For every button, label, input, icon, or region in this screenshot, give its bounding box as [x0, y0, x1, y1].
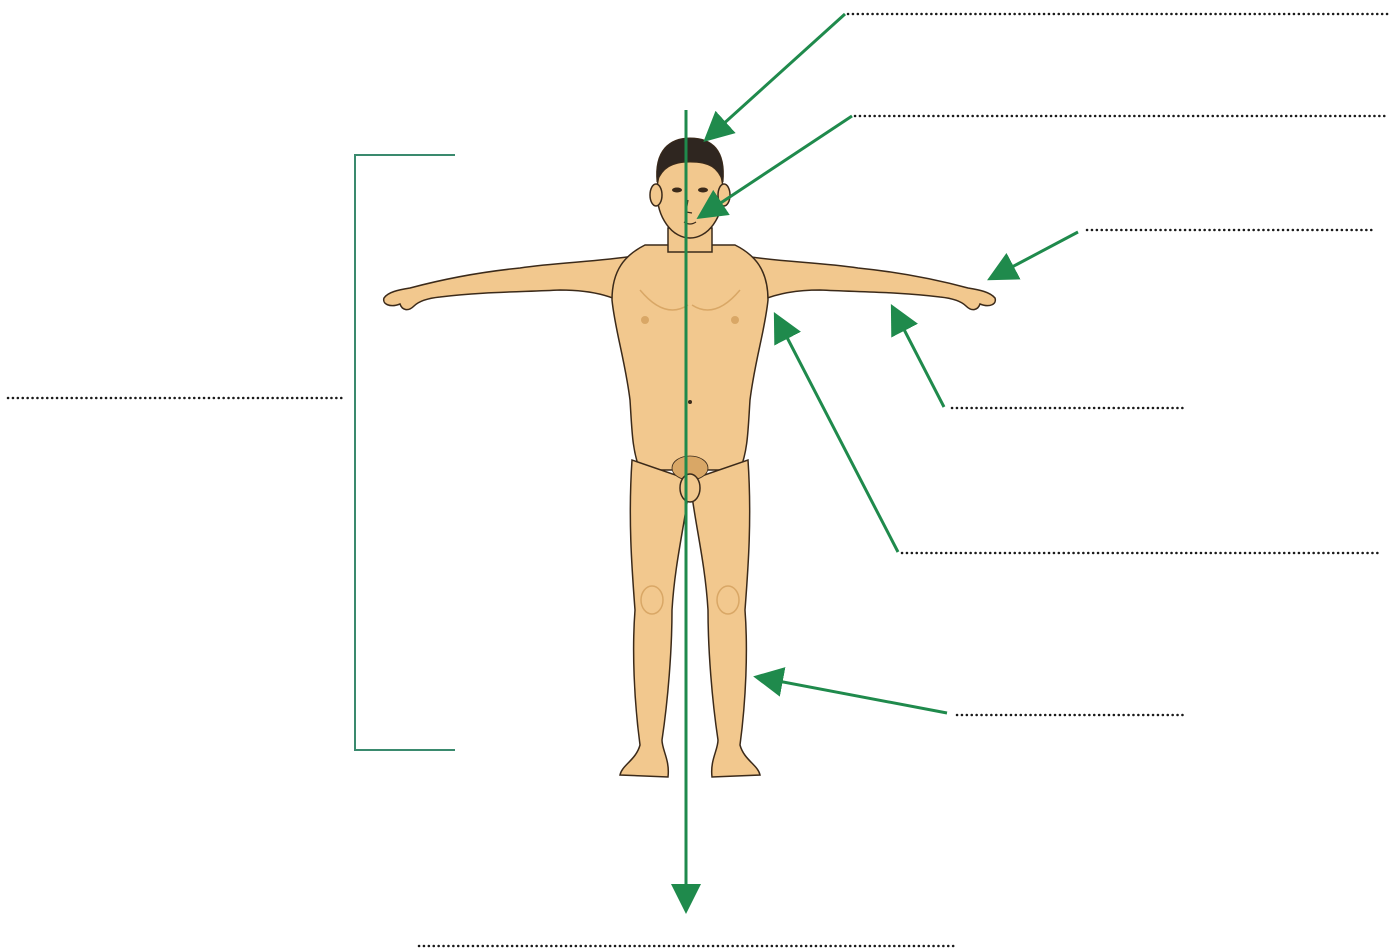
- arrow-to-hand: [995, 232, 1078, 276]
- arrow-to-forearm: [895, 312, 944, 407]
- arrow-to-top-of-head: [710, 14, 845, 136]
- arrow-to-face: [704, 116, 852, 214]
- body-bracket: [355, 155, 455, 750]
- arrow-to-lower-leg: [762, 678, 947, 713]
- arrow-to-armpit: [778, 320, 898, 552]
- human-body-figure: [384, 138, 996, 777]
